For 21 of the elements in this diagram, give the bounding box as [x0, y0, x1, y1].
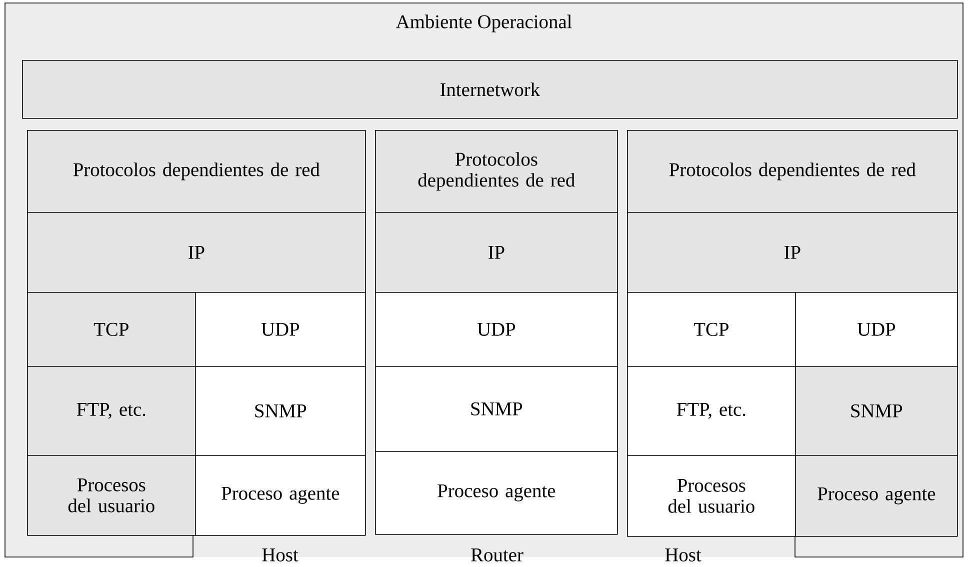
layer-box: Protocolos dependientes de red: [27, 130, 366, 213]
layer-box: Protocolos dependientes de red: [375, 130, 618, 213]
layer-box: Proceso agente: [375, 451, 618, 535]
layer-box: SNMP: [195, 366, 366, 456]
layer-box: UDP: [795, 292, 958, 367]
layer-box: SNMP: [795, 366, 958, 456]
layer-box: UDP: [195, 292, 366, 367]
layer-box: SNMP: [375, 366, 618, 452]
layer-box: Procesos del usuario: [27, 455, 196, 536]
layer-box: TCP: [627, 292, 796, 367]
layer-box: Internetwork: [22, 60, 958, 119]
layer-box: Procesos del usuario: [627, 455, 796, 537]
layer-box: IP: [375, 212, 618, 293]
layer-box: IP: [627, 212, 958, 293]
layer-box: TCP: [27, 292, 196, 367]
layer-box: FTP, etc.: [627, 366, 796, 456]
layer-box: Proceso agente: [195, 455, 366, 536]
layer-box: Proceso agente: [795, 455, 958, 537]
layer-box: FTP, etc.: [27, 366, 196, 456]
layer-box: Protocolos dependientes de red: [627, 130, 958, 213]
layer-box: UDP: [375, 292, 618, 367]
